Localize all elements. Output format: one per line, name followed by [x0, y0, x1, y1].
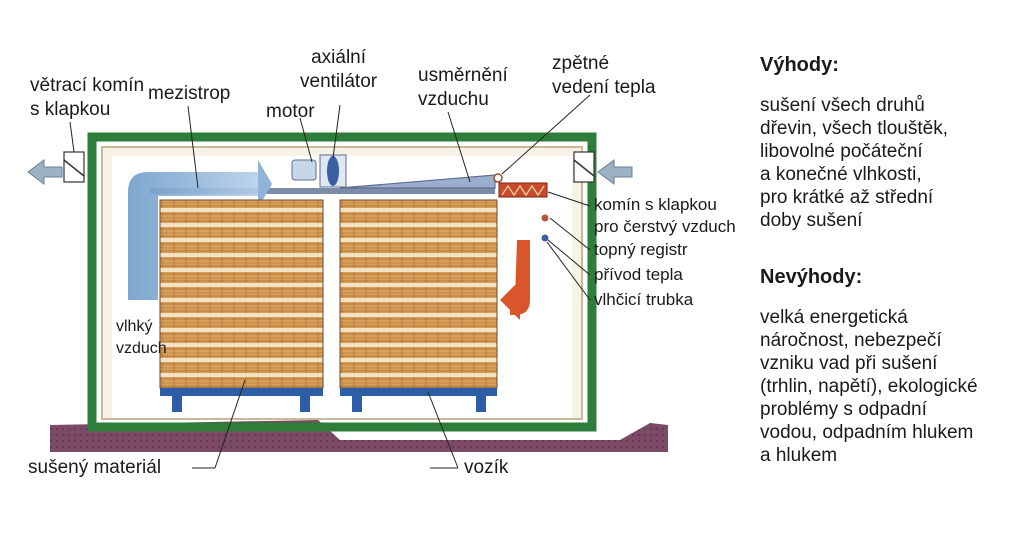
outlet-arrow	[27, 159, 63, 185]
wood-stack-left	[159, 199, 324, 389]
label-air-director: usměrnění vzduchu	[418, 65, 508, 110]
label-dried-material: sušený materiál	[28, 457, 162, 478]
label-heating-register: topný registr	[594, 240, 688, 259]
label-humidifier: vlhčicí trubka	[594, 290, 694, 309]
air-flow-arrow	[128, 172, 260, 300]
heat-return-point	[493, 173, 503, 183]
label-ceiling: mezistrop	[148, 83, 231, 104]
heat-supply-point	[541, 214, 549, 222]
cart-left	[160, 388, 323, 412]
humidifier-point	[541, 234, 549, 242]
label-heat-return: zpětné vedení tepla	[552, 53, 656, 98]
advantages-heading: Výhody:	[760, 54, 839, 76]
ceiling	[150, 188, 495, 194]
label-humid-air: vlhký vzduch	[116, 318, 167, 357]
label-fresh-air-chimney: komín s klapkou pro čerstvý vzduch	[594, 195, 736, 236]
kiln-wall	[87, 132, 597, 432]
label-chimney-outlet: větrací komín s klapkou	[30, 75, 145, 120]
outlet-chimney	[63, 151, 85, 183]
fresh-air-chimney	[573, 151, 595, 183]
inlet-arrow	[597, 159, 633, 185]
disadvantages-text: velká energetická náročnost, nebezpečí v…	[760, 307, 978, 466]
wood-stack-right	[339, 199, 498, 389]
advantages-text: sušení všech druhů dřevin, všech tlouště…	[760, 95, 948, 231]
label-cart: vozík	[464, 457, 509, 478]
disadvantages-heading: Nevýhody:	[760, 266, 863, 288]
cart-right	[340, 388, 497, 412]
fan-blade	[327, 156, 339, 186]
label-motor: motor	[266, 101, 315, 122]
hot-air-arrow	[510, 240, 530, 315]
label-fan: axiální ventilátor	[300, 47, 378, 92]
motor-body	[291, 159, 317, 181]
label-heat-supply: přívod tepla	[594, 265, 683, 284]
